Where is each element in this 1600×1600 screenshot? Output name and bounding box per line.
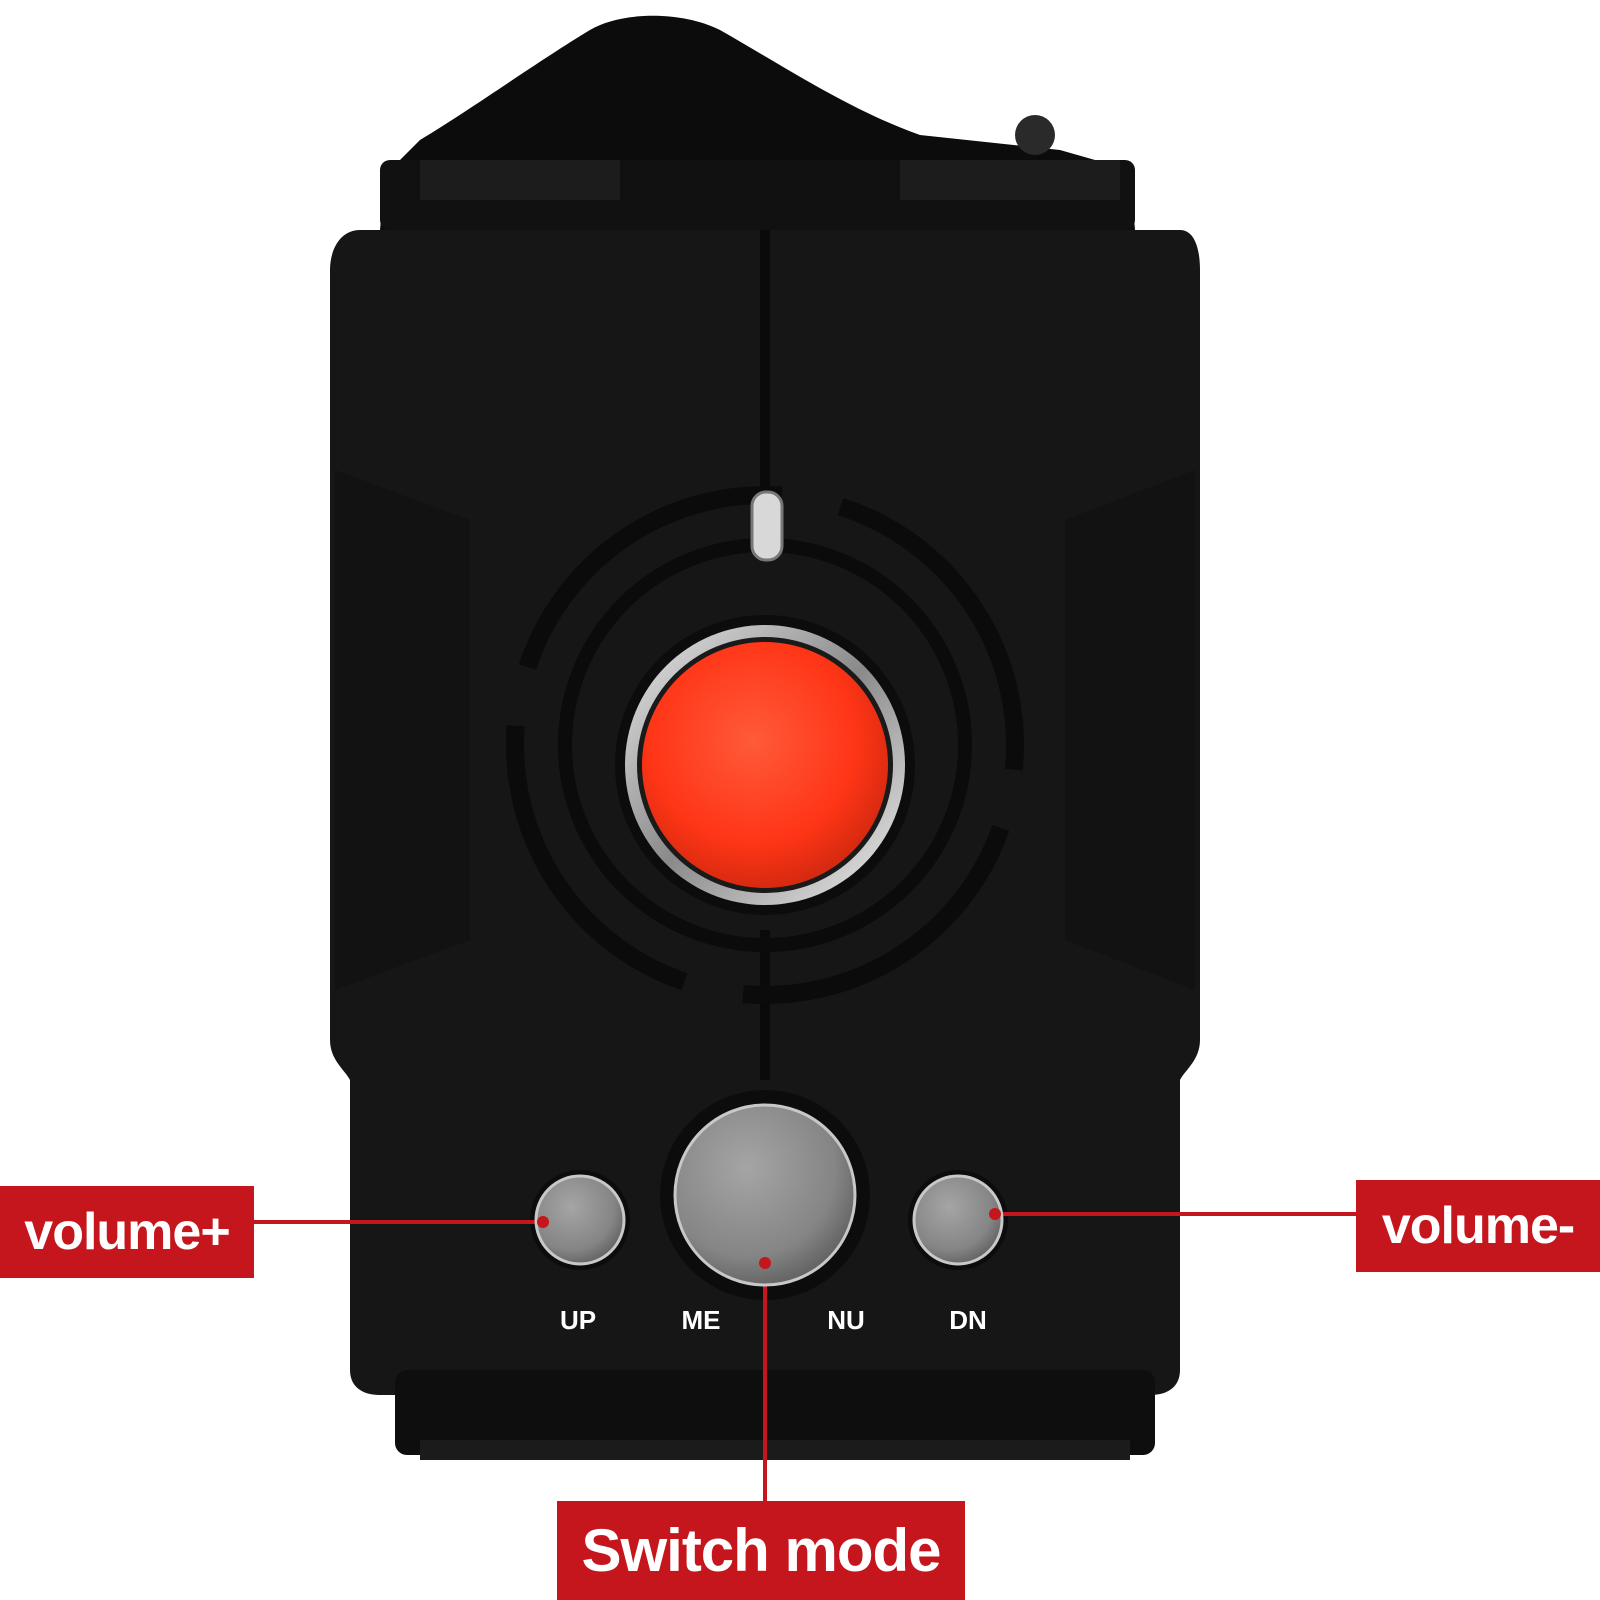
signal-lens	[642, 642, 888, 888]
status-indicator	[750, 490, 784, 562]
mode-button[interactable]	[673, 1103, 857, 1287]
callout-volume-up: volume+	[0, 1186, 254, 1278]
bottom-lip	[395, 1370, 1155, 1455]
callout-switch-mode: Switch mode	[557, 1501, 965, 1600]
button-label-dn: DN	[949, 1305, 987, 1335]
up-button[interactable]	[534, 1174, 626, 1266]
button-label-me: ME	[681, 1305, 721, 1335]
button-label-up: UP	[559, 1305, 597, 1335]
down-button[interactable]	[912, 1174, 1004, 1266]
callout-volume-down: volume-	[1356, 1180, 1600, 1272]
button-label-nu: NU	[827, 1305, 865, 1335]
